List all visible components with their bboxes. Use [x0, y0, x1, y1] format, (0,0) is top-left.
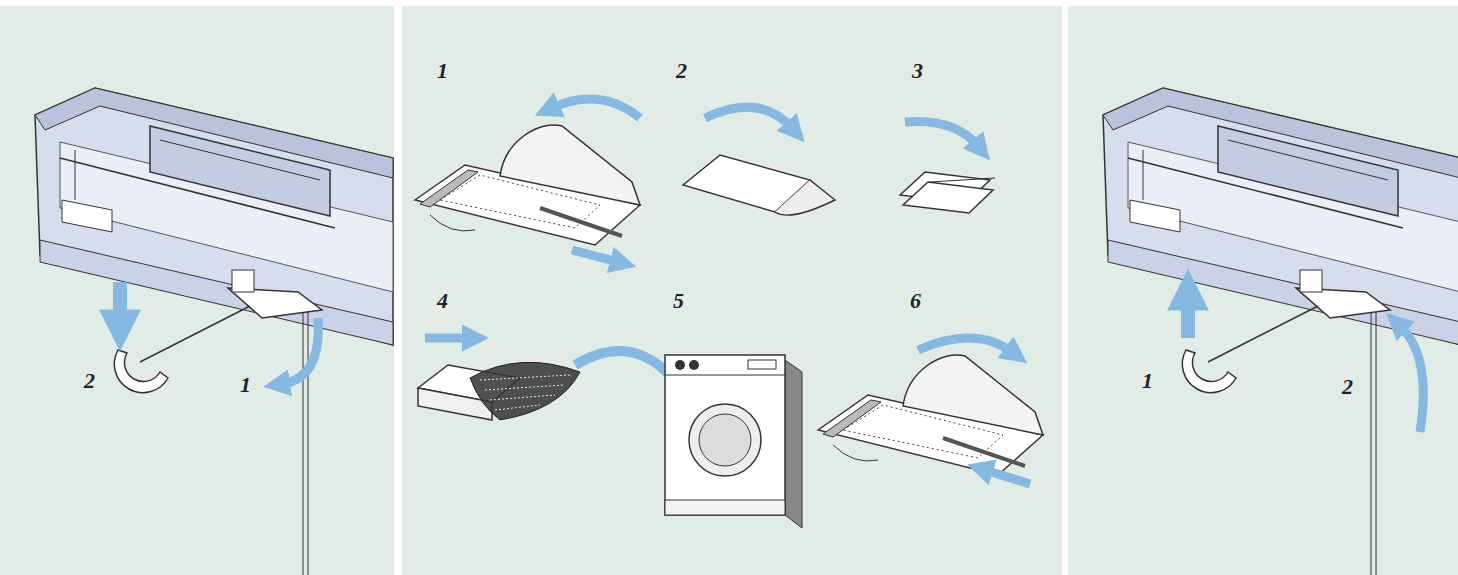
fabric-step [818, 338, 1043, 484]
step-number: 5 [673, 290, 684, 312]
arrow [113, 282, 127, 322]
arrow [1181, 298, 1195, 338]
fabric-step [415, 99, 640, 262]
step-number: 6 [910, 290, 921, 312]
fabric-step [900, 122, 995, 214]
head-rail [1103, 88, 1458, 575]
callout-number: 1 [1142, 370, 1153, 392]
step-number: 4 [437, 290, 448, 312]
callout-number: 2 [1342, 376, 1353, 398]
arrow [1400, 326, 1423, 432]
head-rail [35, 88, 393, 575]
callout-number: 2 [84, 370, 95, 392]
panel-background [402, 6, 1062, 575]
fabric-in-net [418, 338, 700, 420]
step-number: 1 [437, 60, 448, 82]
washing-machine [665, 355, 802, 528]
panel-background [0, 6, 394, 575]
step-number: 3 [912, 60, 923, 82]
callout-number: 1 [240, 374, 251, 396]
arrow [282, 318, 318, 384]
fabric-step [683, 107, 835, 215]
step-number: 2 [676, 60, 687, 82]
